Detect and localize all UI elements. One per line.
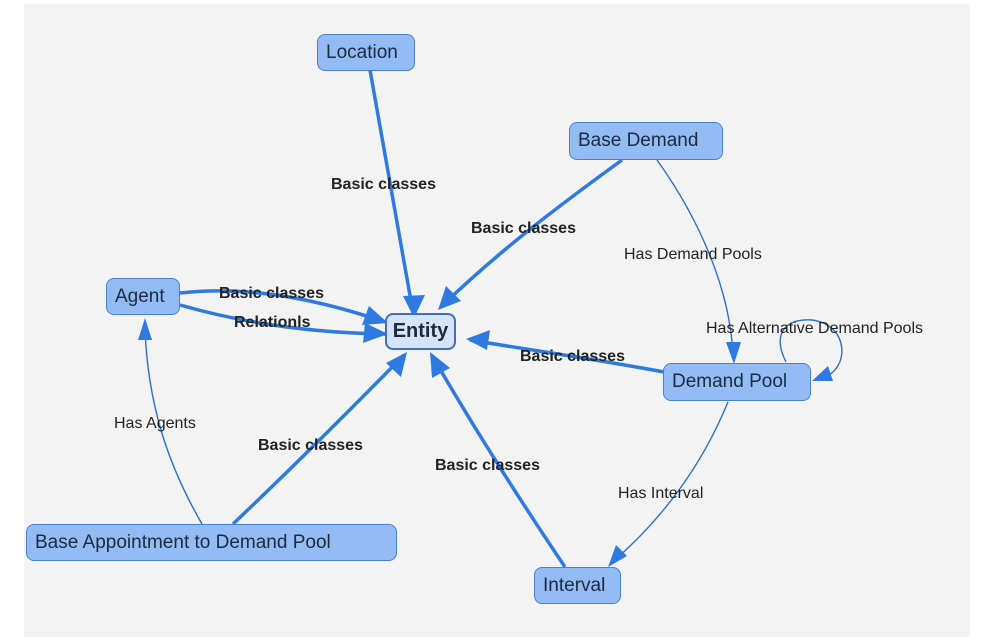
arrowhead-icon: [812, 366, 833, 381]
edge-interval-entity[interactable]: [431, 356, 567, 568]
edge-agent-entity-basic[interactable]: [179, 289, 386, 324]
edge-label-interval-entity: Basic classes: [435, 457, 540, 474]
edge-agent-entity-relations[interactable]: [179, 303, 386, 336]
edge-label-base-demand-entity: Basic classes: [471, 220, 576, 237]
arrowhead-icon: [138, 318, 152, 340]
edge-base-appointment-entity[interactable]: [231, 353, 406, 526]
edge-label-base-appointment-agent: Has Agents: [114, 415, 196, 432]
node-demand-pool[interactable]: Demand Pool: [663, 363, 811, 401]
edge-base-demand-demand-pool[interactable]: [656, 159, 734, 356]
edge-label-location-entity: Basic classes: [331, 176, 436, 193]
edge-location-entity[interactable]: [368, 69, 416, 319]
arrowhead-icon: [363, 323, 388, 343]
arrowhead-icon: [403, 295, 425, 318]
edge-label-demand-pool-self: Has Alternative Demand Pools: [706, 320, 923, 337]
edge-label-agent-entity-basic: Basic classes: [219, 285, 324, 302]
edge-label-demand-pool-interval: Has Interval: [618, 485, 704, 502]
edge-label-base-demand-demand-pool: Has Demand Pools: [624, 246, 762, 263]
arrowhead-icon: [726, 342, 741, 364]
edge-base-demand-entity[interactable]: [440, 158, 624, 308]
arrowhead-icon: [466, 330, 490, 350]
node-base-demand[interactable]: Base Demand: [569, 122, 723, 160]
node-base-appointment[interactable]: Base Appointment to Demand Pool: [26, 524, 397, 561]
node-location[interactable]: Location: [317, 34, 415, 71]
arrowhead-icon: [386, 352, 407, 377]
edge-label-demand-pool-entity: Basic classes: [520, 348, 625, 365]
arrowhead-icon: [362, 306, 388, 325]
arrowhead-icon: [608, 545, 627, 567]
arrowhead-icon: [438, 286, 461, 310]
edge-label-agent-entity-relations: Relationls: [234, 314, 311, 331]
edge-demand-pool-entity[interactable]: [469, 338, 665, 374]
edge-base-appointment-agent[interactable]: [144, 329, 203, 525]
arrowhead-icon: [430, 352, 450, 378]
edge-demand-pool-self[interactable]: [779, 319, 843, 379]
node-agent[interactable]: Agent: [106, 278, 180, 315]
edge-label-base-appointment-entity: Basic classes: [258, 437, 363, 454]
node-interval[interactable]: Interval: [534, 567, 621, 604]
node-entity[interactable]: Entity: [385, 313, 456, 350]
edge-demand-pool-interval[interactable]: [614, 401, 729, 561]
